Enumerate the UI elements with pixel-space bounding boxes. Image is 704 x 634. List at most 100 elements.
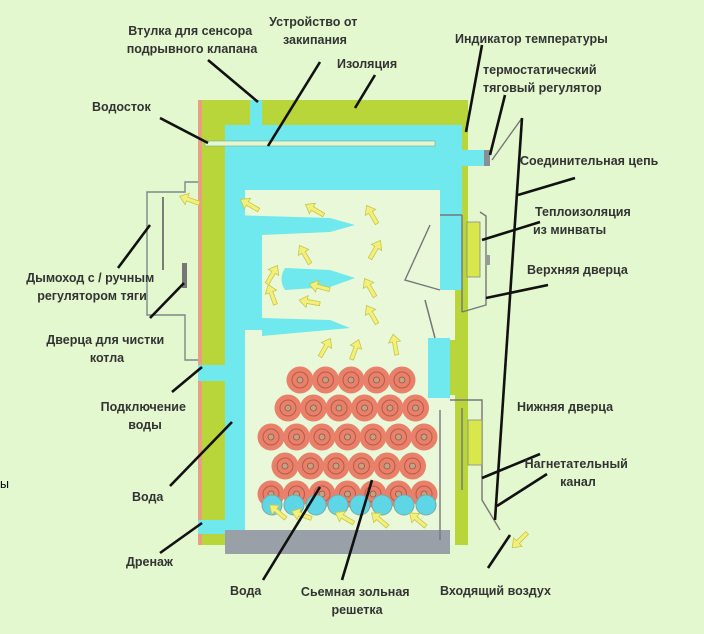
air-arrow-icon <box>371 512 390 529</box>
label-line: регулятором тяги <box>37 289 147 303</box>
label-lower-door: Нижняя дверца <box>517 400 614 414</box>
label-upper-door: Верхняя дверца <box>527 263 629 277</box>
label-line: Сьемная зольная <box>301 585 410 599</box>
leader-lower-door <box>481 452 541 480</box>
leader-flue <box>116 224 152 269</box>
leader-mineral-wool <box>481 220 541 242</box>
water-connection-band <box>198 365 225 381</box>
labels: Втулка для сенсора подрывного клапана Ус… <box>0 15 659 617</box>
air-arrow-icon <box>269 504 288 521</box>
label-line: канал <box>560 475 596 489</box>
air-arrow-icon <box>304 202 326 218</box>
leader-temp <box>464 44 484 133</box>
thermostat-head <box>484 150 490 166</box>
log <box>359 423 387 451</box>
leader-drain <box>159 521 203 555</box>
log <box>410 423 438 451</box>
log <box>399 452 426 480</box>
stray-char: ы <box>0 477 9 491</box>
gutter-pipe <box>204 140 436 147</box>
air-flow-arrows <box>179 192 530 549</box>
air-arrow-icon <box>362 277 378 299</box>
log <box>308 423 336 451</box>
middle-insulation <box>450 340 462 395</box>
leader-gutter <box>159 116 209 145</box>
leader-sensor <box>207 59 259 103</box>
air-arrow-icon <box>264 284 278 306</box>
label-line: Нагнетательный <box>525 457 628 471</box>
log <box>388 366 416 394</box>
baffle-upper <box>228 215 355 330</box>
log <box>297 452 324 480</box>
label-drain: Дренаж <box>126 555 173 569</box>
leader-chain <box>517 176 576 197</box>
leader-air <box>486 534 512 569</box>
log <box>322 452 350 480</box>
log <box>286 366 314 394</box>
cleaning-door <box>182 263 187 288</box>
lower-door-insulation <box>467 419 483 466</box>
label-line: котла <box>90 351 125 365</box>
label-incoming-air: Входящий воздух <box>440 584 551 598</box>
grate-bar <box>415 494 437 516</box>
boiler-body <box>146 100 523 554</box>
ash-tray <box>225 530 450 554</box>
air-arrow-icon <box>364 204 380 226</box>
sensor-pipe <box>250 100 262 126</box>
label-cleaning-door: Дверца для чистки котла <box>46 333 167 365</box>
label-anti-boil: Устройство от закипания <box>269 15 361 47</box>
air-arrow-icon <box>511 530 530 549</box>
leader-water-left <box>169 421 233 487</box>
leader-upper-door <box>485 283 549 300</box>
air-arrow-icon <box>409 512 428 529</box>
log <box>300 394 327 422</box>
log <box>283 423 310 451</box>
log <box>351 394 378 422</box>
leader-water-connection <box>171 366 203 393</box>
drain-band <box>198 520 225 534</box>
label-line: термостатический <box>483 63 597 77</box>
air-arrow-icon <box>264 264 280 286</box>
label-line: Втулка для сенсора <box>128 24 253 38</box>
left-insulation-strip <box>198 100 202 545</box>
label-ash-grate: Сьемная зольная решетка <box>301 585 413 617</box>
flue-outline <box>146 181 198 361</box>
label-water-left: Вода <box>132 490 164 504</box>
label-insulation: Изоляция <box>337 57 397 71</box>
label-line: Теплоизоляция <box>535 205 631 219</box>
log <box>337 366 365 394</box>
label-line: Подключение <box>101 400 186 414</box>
leader-thermostat <box>488 94 507 156</box>
leader-chain-top <box>493 117 524 521</box>
log <box>348 452 375 480</box>
label-flue: Дымоход с / ручным регулятором тяги <box>26 271 158 303</box>
label-line: решетка <box>331 603 383 617</box>
label-line: закипания <box>283 33 347 47</box>
log <box>376 394 404 422</box>
upper-door-handle <box>486 255 490 265</box>
middle-water-panel <box>428 338 450 398</box>
log <box>325 394 353 422</box>
label-line: Дверца для чистки <box>46 333 164 347</box>
label-line: тяговый регулятор <box>483 81 602 95</box>
label-sensor-sleeve: Втулка для сенсора подрывного клапана <box>127 24 259 56</box>
water-jacket <box>225 125 462 540</box>
leader-cleaning <box>149 282 185 319</box>
label-temp-indicator: Индикатор температуры <box>455 32 608 46</box>
label-thermostat: термостатический тяговый регулятор <box>483 63 602 95</box>
log <box>312 366 339 394</box>
label-line: Устройство от <box>269 15 357 29</box>
leader-water-bottom <box>261 486 322 581</box>
grate-bar <box>371 494 393 516</box>
leader-anti-boil <box>266 61 322 147</box>
log <box>271 452 299 480</box>
air-arrow-icon <box>334 510 356 526</box>
door-hook <box>424 299 436 339</box>
label-gutter: Водосток <box>92 100 151 114</box>
leader-blower <box>496 472 548 508</box>
log <box>274 394 302 422</box>
baffle-middle <box>281 268 355 290</box>
air-arrow-icon <box>298 294 321 309</box>
air-arrow-icon <box>297 244 313 266</box>
label-line: Дымоход с / ручным <box>26 271 154 285</box>
